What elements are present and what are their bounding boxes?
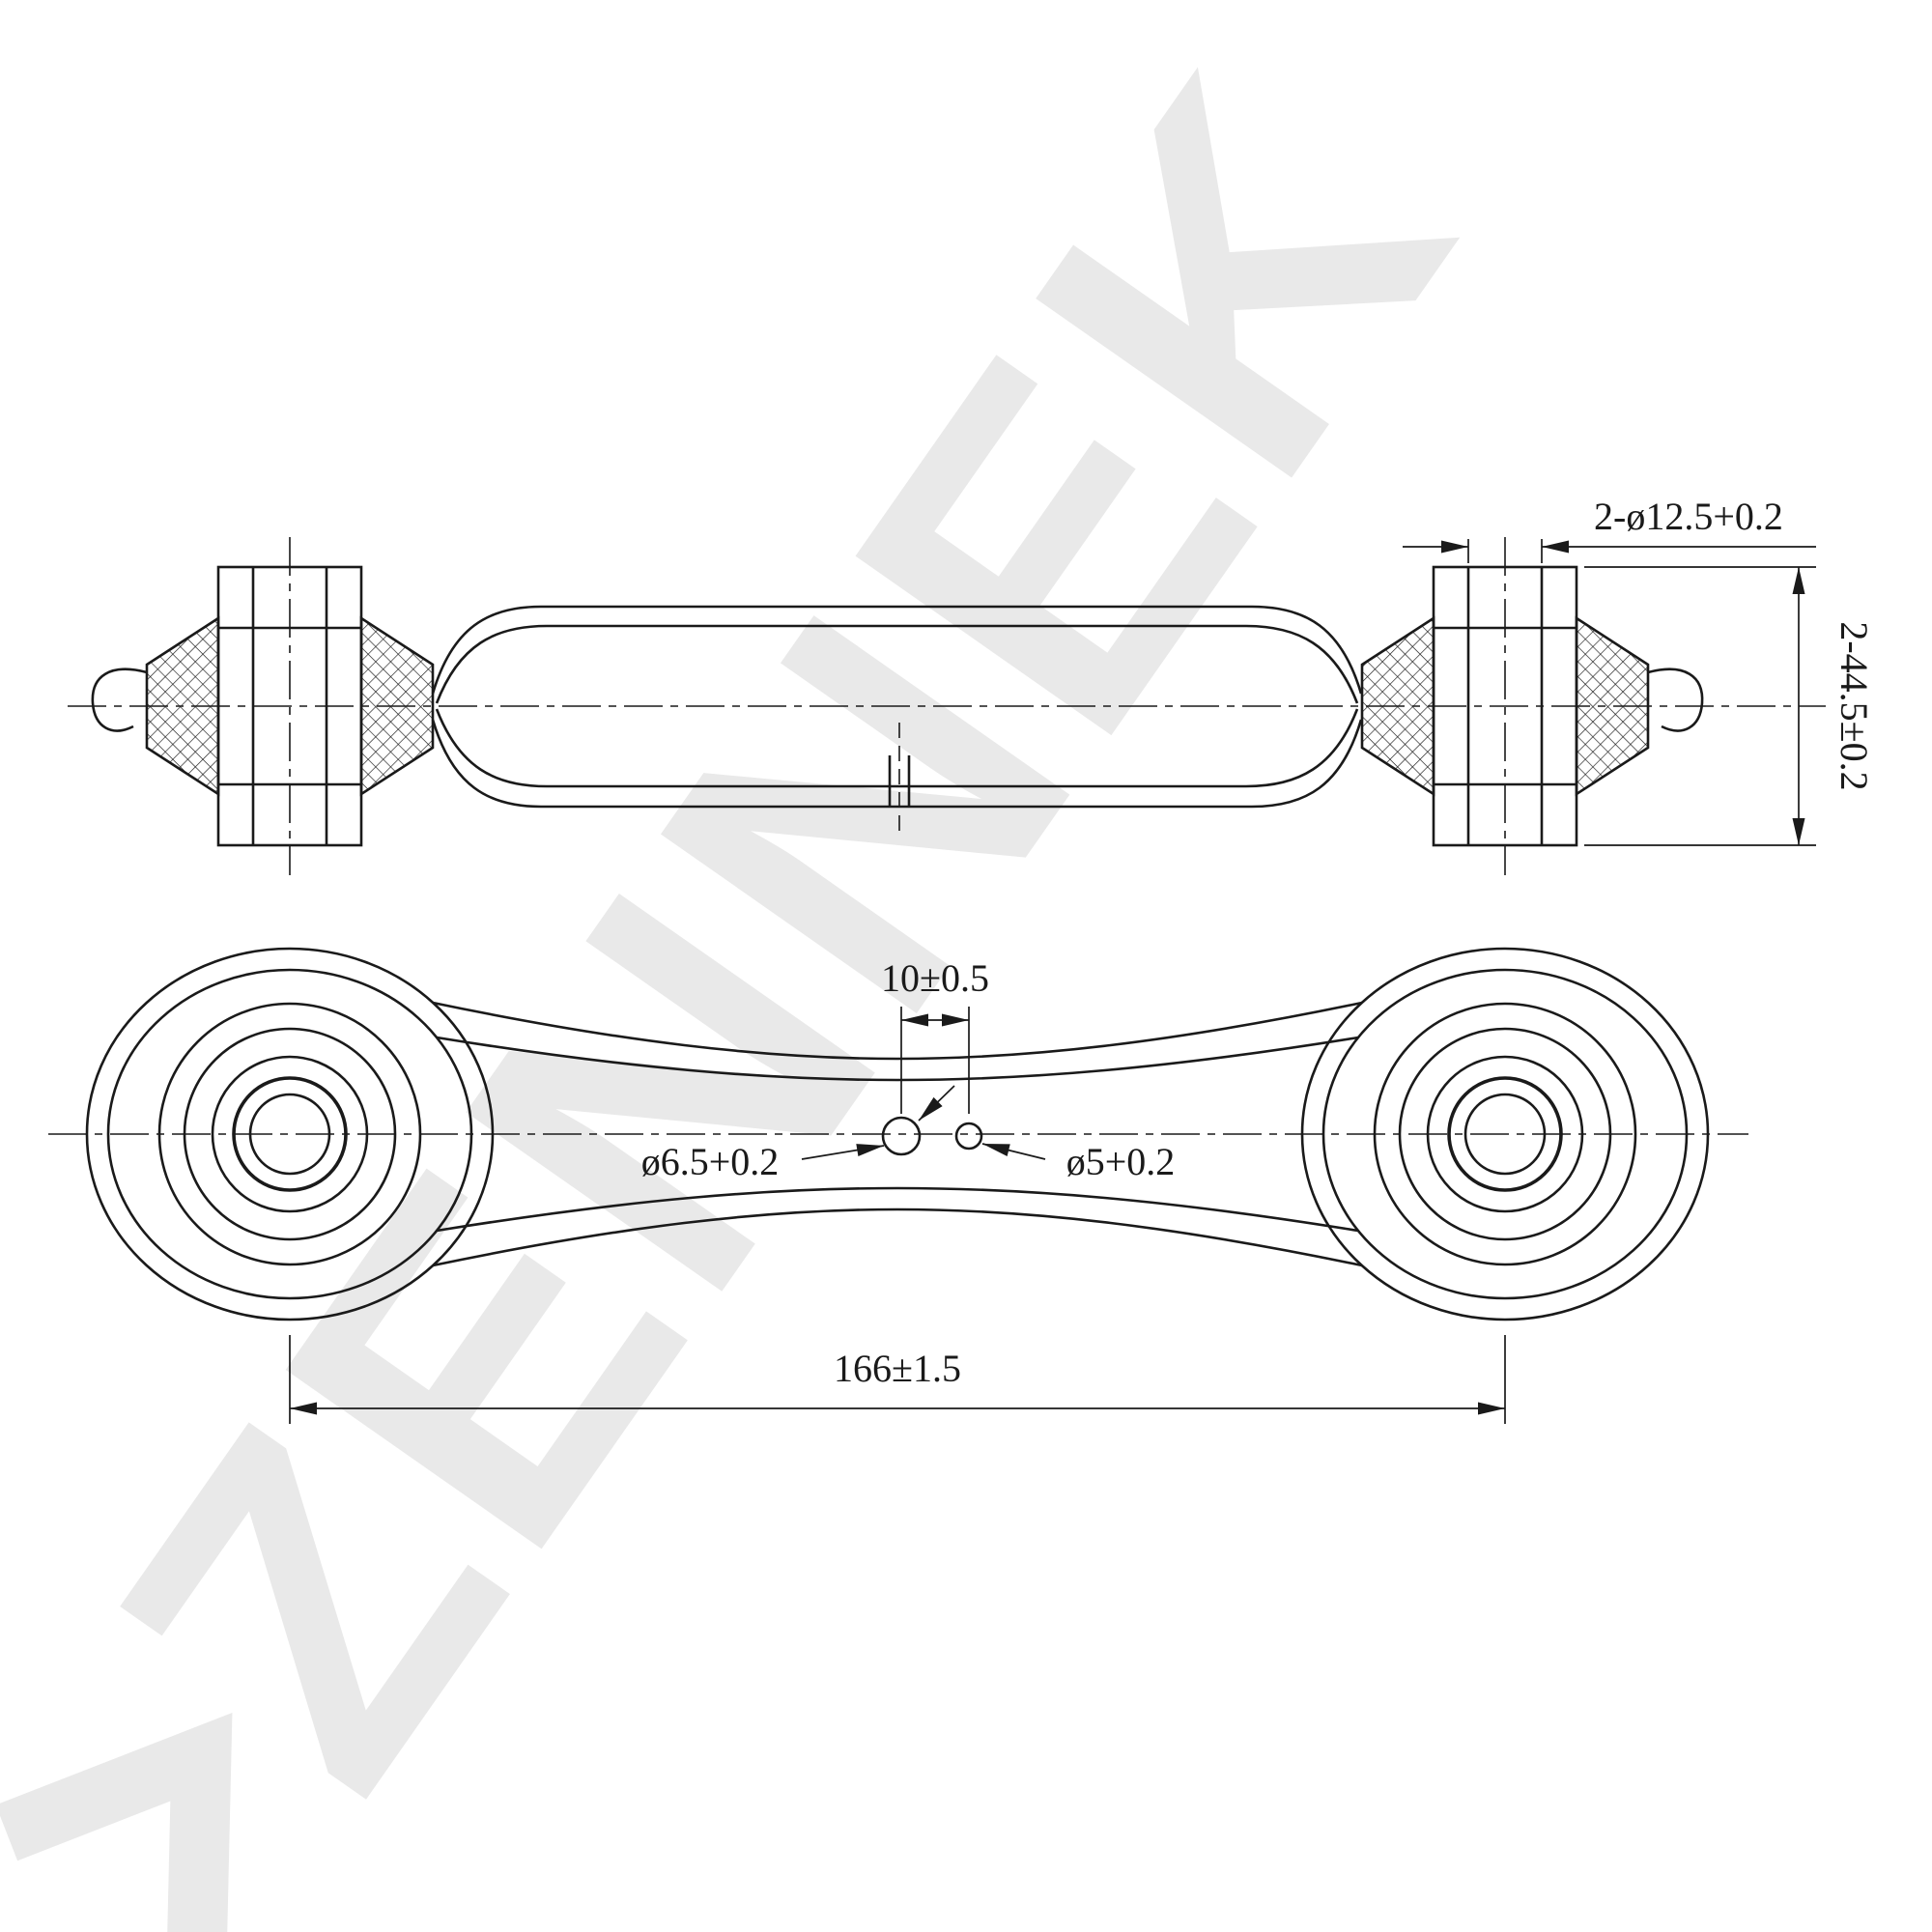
top-view-centerlines — [68, 537, 1826, 875]
dim-height-label: 2-44.5±0.2 — [1833, 621, 1876, 790]
right-eye-bore — [1463, 1093, 1547, 1176]
right-eye-ring-4 — [1447, 1076, 1563, 1192]
left-bushing-rubber-left — [145, 615, 220, 797]
top-view — [68, 537, 1826, 875]
dim-bushing-height: 2-44.5±0.2 — [1584, 566, 1876, 846]
watermark-chevron-icon — [0, 1712, 233, 1932]
left-eye-inner-contour — [106, 968, 473, 1300]
dim-right-hole: ø5+0.2 — [918, 1085, 1176, 1183]
right-bushing-section — [1360, 565, 1704, 847]
left-bushing-flange-curl — [91, 668, 148, 732]
watermark: ZENNEK — [0, 0, 1548, 1932]
right-eye-outer-contour — [1300, 947, 1710, 1321]
dimensions: 2-ø12.5+0.2 2-44.5±0.2 10±0.5 ø6.5+0.2 ø… — [289, 495, 1876, 1424]
dim-left-hole-label: ø6.5+0.2 — [641, 1140, 780, 1183]
left-bushing-sleeve — [216, 565, 363, 847]
dim-hole-tick-arrow — [918, 1085, 955, 1122]
right-eye-ring-2 — [1398, 1027, 1612, 1241]
watermark-text: ZENNEK — [22, 0, 1548, 1866]
bottom-view — [48, 947, 1748, 1321]
left-bushing-section — [91, 565, 435, 847]
right-bushing-bore-lines — [1434, 567, 1577, 845]
left-eye-bore — [248, 1093, 331, 1176]
left-eye-ring-3 — [211, 1055, 369, 1213]
arm-side-profile — [431, 605, 1363, 809]
dim-right-hole-leader — [981, 1143, 1046, 1160]
dim-bore-diameter: 2-ø12.5+0.2 — [1403, 495, 1816, 563]
dim-spacing-label: 10±0.5 — [881, 956, 989, 1000]
center-hole-large — [881, 1116, 922, 1156]
left-eye-ring-4 — [232, 1076, 348, 1192]
right-eye-ring-1 — [1373, 1002, 1637, 1266]
left-eye-ring-1 — [157, 1002, 422, 1266]
right-bushing-flange-curl — [1647, 668, 1704, 732]
right-eye-ring-3 — [1426, 1055, 1584, 1213]
right-bushing-rubber-left — [1360, 615, 1435, 797]
dim-length-label: 166±1.5 — [834, 1347, 961, 1390]
dim-right-hole-label: ø5+0.2 — [1066, 1140, 1176, 1183]
center-hole-small — [954, 1122, 983, 1151]
arm-plan-outline — [432, 1001, 1363, 1267]
right-eye — [1300, 947, 1710, 1321]
right-eye-inner-contour — [1321, 968, 1689, 1300]
dim-bore-label: 2-ø12.5+0.2 — [1594, 495, 1783, 538]
left-eye-outer-contour — [85, 947, 495, 1321]
left-bushing-bore-lines — [218, 567, 361, 845]
dim-overall-length: 166±1.5 — [289, 1335, 1506, 1424]
left-bushing-rubber-right — [359, 615, 435, 797]
right-bushing-sleeve — [1432, 565, 1578, 847]
dim-left-hole: ø6.5+0.2 — [641, 1140, 885, 1183]
dim-height-extension-lines — [1584, 566, 1816, 846]
right-bushing-rubber-right — [1575, 615, 1650, 797]
dim-hole-spacing: 10±0.5 — [881, 956, 989, 1114]
left-eye — [85, 947, 495, 1321]
arm-center-hole-section — [888, 755, 911, 807]
left-eye-ring-2 — [183, 1027, 397, 1241]
dim-left-hole-leader — [801, 1144, 885, 1160]
